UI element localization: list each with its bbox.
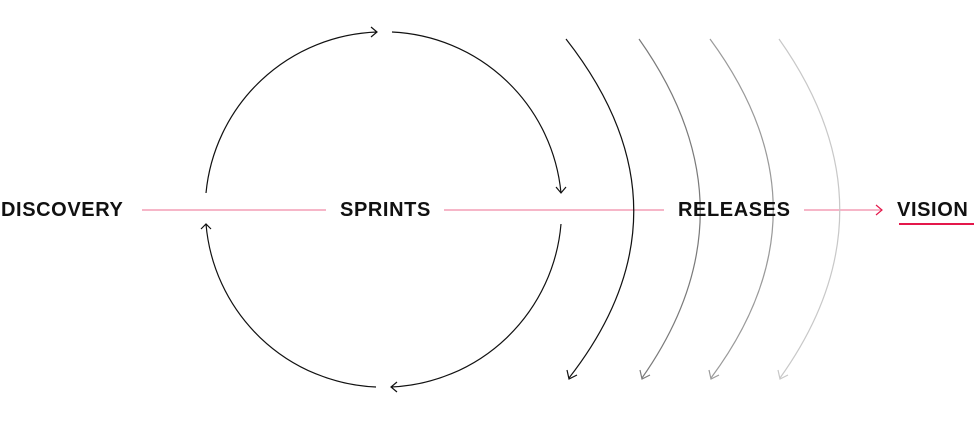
chevron-arrow-icon xyxy=(555,186,567,194)
release-arc-4 xyxy=(778,38,841,379)
chevron-arrow-icon xyxy=(566,369,578,380)
release-arc-2 xyxy=(638,38,701,379)
cycle-arc-top-left xyxy=(205,31,378,194)
cycle-arc-top-right xyxy=(391,31,562,194)
cycle-arc-bottom-left xyxy=(205,223,377,388)
release-arc-3 xyxy=(709,38,774,379)
chevron-arrow-icon xyxy=(370,26,378,38)
release-arcs xyxy=(565,38,841,380)
label-releases: RELEASES xyxy=(678,199,791,221)
sprint-cycle xyxy=(200,26,567,393)
label-vision: VISION xyxy=(897,199,969,221)
label-discovery: DISCOVERY xyxy=(1,199,124,221)
chevron-arrow-icon xyxy=(200,223,212,230)
arrow-right-icon xyxy=(875,204,883,216)
chevron-arrow-icon xyxy=(390,381,398,393)
chevron-arrow-icon xyxy=(639,369,651,380)
label-sprints: SPRINTS xyxy=(340,199,431,221)
chevron-arrow-icon xyxy=(777,369,789,380)
cycle-arc-bottom-right xyxy=(390,223,562,388)
vision-underline xyxy=(899,223,974,225)
flow-line xyxy=(142,204,883,216)
chevron-arrow-icon xyxy=(708,369,720,380)
release-arc-1 xyxy=(565,38,635,379)
